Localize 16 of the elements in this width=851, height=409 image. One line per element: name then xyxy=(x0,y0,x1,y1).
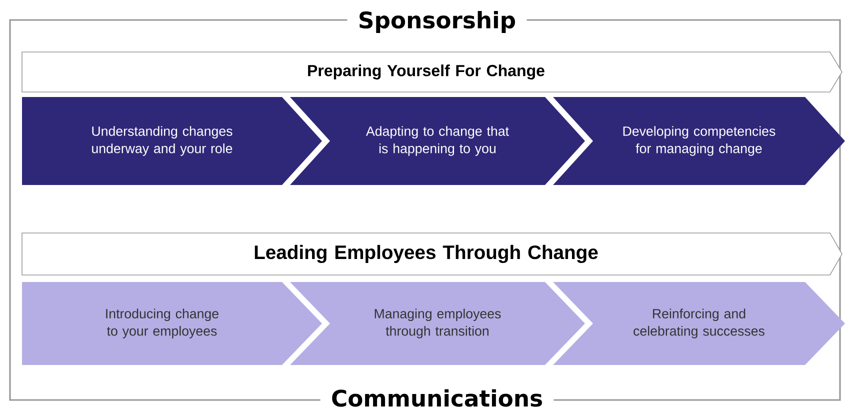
chevron-step: Developing competencies for managing change xyxy=(553,97,845,185)
node-label: Adapting to change that is happening to you xyxy=(366,126,509,156)
chevron-step: Managing employees through transition xyxy=(290,282,585,365)
node-label: Leading Employees Through Change xyxy=(254,244,598,264)
node-label: Managing employees through transition xyxy=(374,308,501,338)
chevron-step: Reinforcing and celebrating successes xyxy=(553,282,845,365)
chevron-step: Understanding changes underway and your role xyxy=(22,97,322,185)
section-heading: Sponsorship xyxy=(347,10,527,34)
node-label: Introducing change to your employees xyxy=(106,308,218,338)
chevron-step: Adapting to change that is happening to you xyxy=(290,97,585,185)
node-label: Developing competencies for managing change xyxy=(623,126,776,156)
node-label: Understanding changes underway and your role xyxy=(92,126,232,156)
node-label: Preparing Yourself For Change xyxy=(308,64,544,80)
chevron-step: Introducing change to your employees xyxy=(22,282,322,365)
node-label: Reinforcing and celebrating successes xyxy=(634,308,764,338)
section-heading: Communications xyxy=(320,388,554,408)
